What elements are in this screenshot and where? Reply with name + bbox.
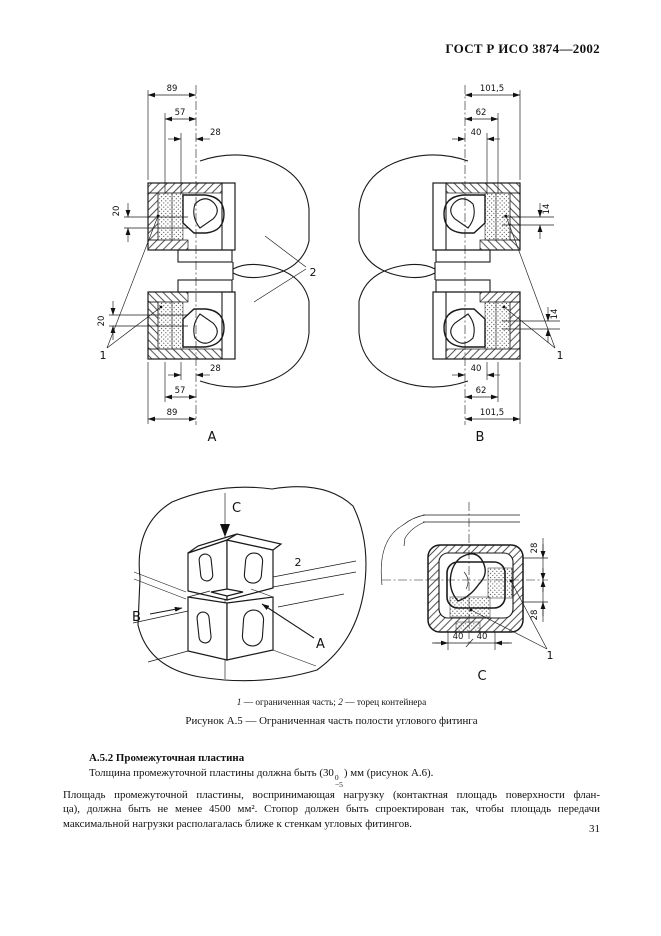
view-arrow-a-label: А: [316, 637, 325, 652]
section-heading: А.5.2 Промежуточная пластина: [89, 752, 245, 764]
view-arrow-a-icon: [261, 603, 315, 639]
paragraph-area-line1: Площадь промежуточной пластины, восприни…: [63, 788, 600, 801]
view-arrow-b-label: В: [132, 610, 141, 625]
dim-b-14-bottom: 14: [550, 309, 560, 320]
figure-title: Рисунок А.5 — Ограниченная часть полости…: [185, 715, 478, 727]
view-arrow-c-label: С: [232, 501, 241, 516]
callout-restricted-part-c: 1: [547, 649, 554, 662]
dim-a-89-bottom: 89: [167, 408, 178, 418]
tolerance-stack: 0−5: [334, 772, 343, 789]
section-view-a: 89 57 28 28 57 89 20: [97, 84, 317, 445]
tolerance-upper: 0: [334, 772, 339, 782]
section-view-c: 28 28 40 40 1 С: [380, 502, 554, 684]
dim-c-28-top: 28: [530, 543, 540, 554]
dim-b-101-top: 101,5: [480, 84, 504, 94]
dim-b-14-top: 14: [542, 204, 552, 215]
dim-b-62-top: 62: [476, 108, 487, 118]
legend-item2-number: 2: [338, 698, 343, 708]
dim-a-89-top: 89: [167, 84, 178, 94]
figure-iso-and-c: С В А 2: [132, 486, 554, 684]
figure-sections-a-b: 89 57 28 28 57 89 20: [97, 84, 564, 445]
dim-a-20-bottom: 20: [97, 316, 107, 327]
paragraph-thickness: Толщина промежуточной пластины должна бы…: [89, 766, 434, 789]
dim-c-40-right: 40: [477, 632, 488, 642]
dim-b-40-bottom: 40: [471, 364, 482, 374]
callout-container-end: 2: [310, 266, 317, 279]
dim-a-28-bottom: 28: [210, 364, 221, 374]
legend-item1-text: — ограниченная часть;: [241, 698, 339, 708]
paragraph-area-line2: ца), должна быть не менее 4500 мм². Стоп…: [63, 803, 600, 816]
paragraph-area-line3: максимальной нагрузки располагалась ближ…: [63, 817, 413, 830]
dim-c-28-bottom: 28: [530, 610, 540, 621]
callout-restricted-part-b: 1: [557, 349, 564, 362]
page-number: 31: [589, 823, 600, 835]
dim-b-101-bottom: 101,5: [480, 408, 504, 418]
legend-item1-number: 1: [236, 698, 242, 708]
callout-container-end-iso: 2: [295, 556, 302, 569]
dim-b-40-top: 40: [471, 128, 482, 138]
view-letter-b: В: [476, 430, 485, 445]
dim-b-62-bottom: 62: [476, 386, 487, 396]
callout-restricted-part-a: 1: [100, 349, 107, 362]
dim-a-57-top: 57: [175, 108, 186, 118]
document-header: ГОСТ Р ИСО 3874—2002: [445, 41, 600, 56]
figure-legend: 1 — ограниченная часть; 2 — торец контей…: [63, 698, 600, 708]
dim-a-28-top: 28: [210, 128, 221, 138]
view-arrow-b-icon: [149, 606, 183, 615]
tolerance-lower: −5: [334, 779, 343, 789]
section-view-b: 101,5 62 40 40 62 101,5 14: [358, 84, 564, 445]
view-arrow-c-icon: [220, 524, 230, 537]
legend-item2-text: — торец контейнера: [342, 698, 427, 708]
dim-c-40-left: 40: [453, 632, 464, 642]
isometric-view: С В А 2: [132, 486, 367, 682]
view-letter-a: А: [208, 430, 217, 445]
dim-a-57-bottom: 57: [175, 386, 186, 396]
view-letter-c: С: [477, 669, 486, 684]
dim-a-20-top: 20: [112, 206, 122, 217]
section-a52: А.5.2 Промежуточная пластина Толщина про…: [63, 751, 600, 831]
